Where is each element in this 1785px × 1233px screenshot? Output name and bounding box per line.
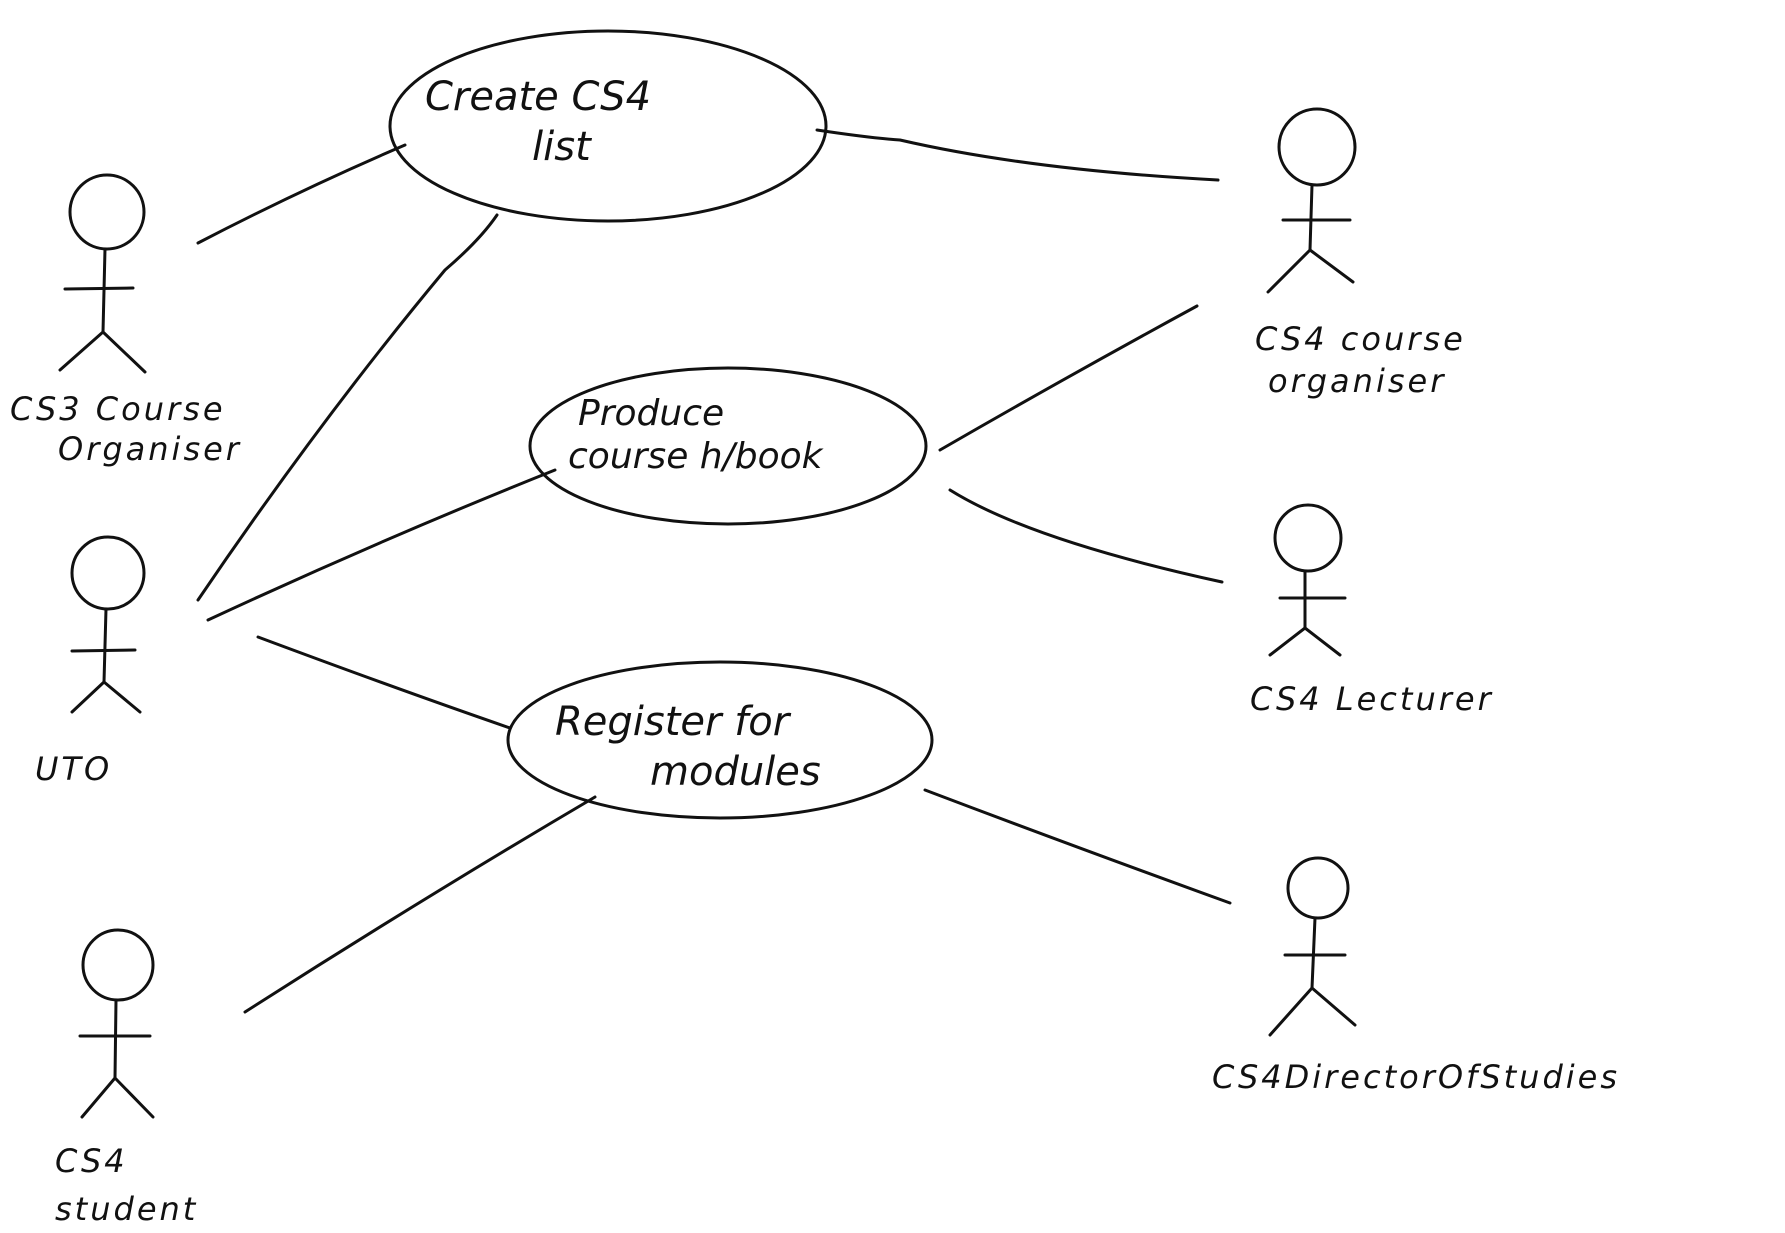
actor-cs4-student: CS4 student [55, 928, 198, 1228]
actor-cs4-course-organiser-label-line2: organiser [1268, 362, 1446, 400]
actor-cs4-student-body [113, 998, 118, 1080]
actor-cs4-course-organiser-body [1308, 183, 1314, 252]
actor-cs4-lecturer-label: CS4 Lecturer [1250, 680, 1494, 718]
actor-uto: UTO [35, 535, 146, 788]
actor-cs4-lecturer: CS4 Lecturer [1250, 503, 1494, 718]
actor-cs4-student-leg-right [113, 1076, 155, 1119]
actor-uto-label: UTO [35, 750, 112, 788]
actor-cs3-course-organiser-leg-left [58, 330, 105, 372]
use-case-register-for-modules-line2: modules [650, 749, 821, 795]
use-case-create-cs4-list-line1: Create CS4 [425, 74, 651, 120]
actor-cs4-director-of-studies-body [1310, 916, 1317, 990]
actor-cs3-course-organiser-head [68, 173, 146, 251]
assoc-register-modules-director [923, 788, 1232, 905]
actor-cs4-student-leg-left [80, 1076, 117, 1119]
actor-cs4-director-of-studies-leg-right [1310, 986, 1357, 1027]
actor-cs4-director-of-studies: CS4DirectorOfStudies [1212, 856, 1620, 1096]
actor-uto-body [102, 607, 108, 684]
actor-cs4-student-label-line2: student [55, 1190, 198, 1228]
actor-uto-leg-right [102, 680, 142, 714]
use-case-produce-course-handbook: Produce course h/book [528, 366, 928, 526]
assoc-cs3-organiser-create-list [196, 143, 407, 245]
actor-cs4-course-organiser: CS4 course organiser [1255, 107, 1466, 400]
actor-cs4-director-of-studies-leg-left [1268, 986, 1314, 1037]
assoc-student-register-modules [243, 795, 597, 1014]
actor-cs4-course-organiser-leg-right [1308, 248, 1355, 284]
actor-uto-leg-left [70, 680, 106, 714]
actor-cs4-student-label-line1: CS4 [55, 1142, 128, 1180]
use-case-produce-course-handbook-line1: Produce [578, 393, 724, 434]
use-case-produce-course-handbook-line2: course h/book [568, 436, 825, 477]
actor-cs3-course-organiser-body [101, 247, 107, 334]
actor-cs3-course-organiser-label-line1: CS3 Course [10, 390, 226, 428]
actor-cs3-course-organiser: CS3 Course Organiser [10, 173, 242, 468]
actor-uto-arms [70, 648, 137, 653]
use-case-register-for-modules-ellipse [506, 660, 934, 820]
use-case-register-for-modules: Register for modules [506, 660, 934, 820]
use-case-create-cs4-list-ellipse [388, 29, 828, 223]
actor-cs4-course-organiser-head [1277, 107, 1357, 187]
actor-cs3-course-organiser-label-line2: Organiser [58, 430, 242, 468]
actor-cs4-lecturer-head [1273, 503, 1343, 573]
assoc-uto-register-modules [256, 635, 512, 730]
use-case-register-for-modules-line1: Register for [555, 699, 792, 745]
actor-cs4-course-organiser-leg-left [1266, 248, 1312, 294]
use-case-create-cs4-list: Create CS4 list [388, 29, 828, 223]
assoc-uto-create-list [196, 213, 499, 602]
actor-cs4-director-of-studies-head [1286, 856, 1350, 920]
use-case-produce-course-handbook-ellipse [528, 366, 928, 526]
assoc-create-list-cs4-organiser [815, 128, 1220, 182]
actor-uto-head [70, 535, 146, 611]
actor-cs4-lecturer-leg-right [1303, 626, 1342, 657]
assoc-produce-handbook-cs4-lecturer [948, 488, 1224, 584]
assoc-produce-handbook-cs4-organiser [938, 304, 1199, 452]
actor-cs4-student-head [81, 928, 155, 1002]
actor-cs3-course-organiser-arms [63, 286, 135, 291]
assoc-uto-produce-handbook [206, 468, 557, 622]
actor-cs4-lecturer-leg-left [1268, 626, 1307, 657]
actor-cs3-course-organiser-leg-right [101, 330, 147, 374]
actor-cs4-director-of-studies-label: CS4DirectorOfStudies [1212, 1058, 1620, 1096]
associations [196, 128, 1232, 1014]
actor-cs4-course-organiser-label-line1: CS4 course [1255, 320, 1466, 358]
use-case-create-cs4-list-line2: list [532, 124, 592, 170]
